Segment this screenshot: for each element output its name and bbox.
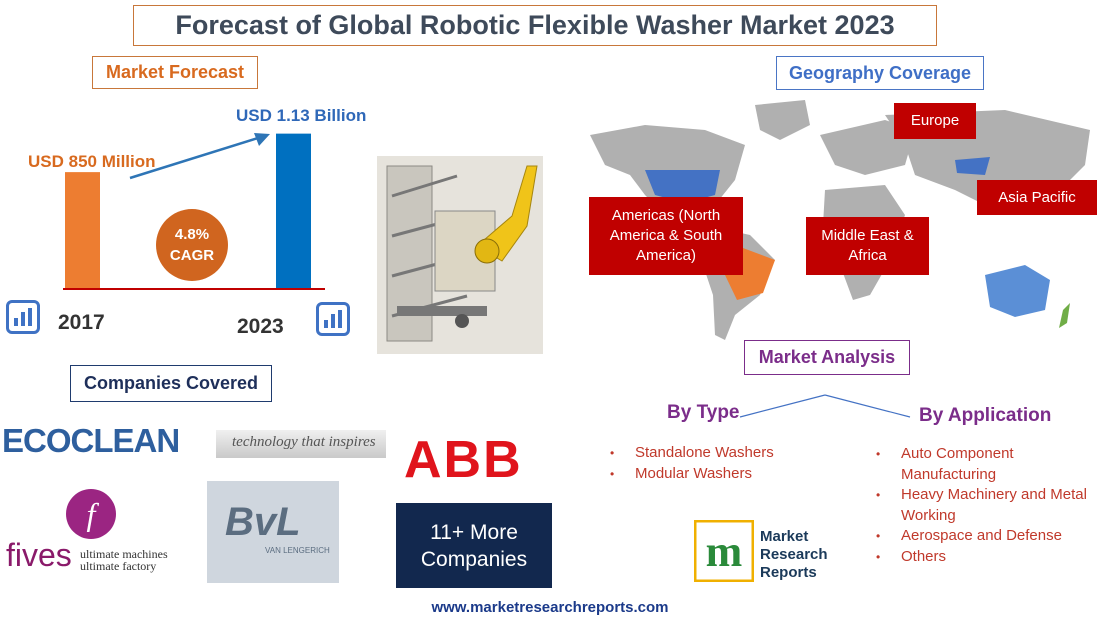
list-item: Aerospace and Defense: [873, 526, 1088, 547]
list-item: Modular Washers: [607, 464, 817, 485]
australia-shape: [985, 265, 1050, 317]
mrr-logo-line2: Research: [760, 546, 828, 563]
bar-chart-icon: [6, 300, 40, 334]
ecoclean-tagline: technology that inspires: [232, 434, 376, 450]
start-value-label: USD 850 Million: [28, 152, 156, 171]
year-2023: 2023: [237, 315, 284, 338]
analysis-connector: [739, 394, 911, 418]
ecoclean-logo: ECOCLEAN: [2, 422, 180, 459]
fives-logo-text: fives: [6, 537, 72, 573]
by-type-heading: By Type: [667, 402, 740, 423]
by-application-heading: By Application: [919, 405, 1052, 426]
bvl-logo: [207, 481, 339, 583]
growth-arrow: [129, 136, 259, 180]
cagr-badge: 4.8% CAGR: [156, 209, 228, 281]
mrr-logo-line1: Market: [760, 528, 809, 545]
end-value-label: USD 1.13 Billion: [236, 106, 367, 125]
fives-tagline: ultimate machines ultimate factory: [80, 548, 168, 572]
region-middle-east-africa: Middle East & Africa: [806, 217, 929, 275]
more-companies-box: 11+ More Companies: [396, 503, 552, 588]
list-item: Heavy Machinery and Metal Working: [873, 485, 1088, 526]
abb-logo: ABB: [404, 431, 523, 489]
usa-shape: [645, 170, 720, 203]
bar-chart-icon: [316, 302, 350, 336]
cagr-label: CAGR: [169, 247, 215, 264]
companies-covered-label: Companies Covered: [70, 365, 272, 402]
type-list: Standalone Washers Modular Washers: [607, 443, 817, 484]
market-analysis-label: Market Analysis: [744, 340, 910, 375]
more-companies-line1: 11+ More: [430, 520, 518, 544]
list-item: Others: [873, 547, 1088, 568]
website-link[interactable]: www.marketresearchreports.com: [431, 599, 669, 616]
fives-tagline-line1: ultimate machines: [80, 547, 168, 561]
cagr-value: 4.8%: [174, 226, 210, 243]
market-forecast-label: Market Forecast: [92, 56, 258, 89]
new-zealand-shape: [1059, 303, 1070, 328]
svg-text:m: m: [706, 527, 743, 576]
bar-2023: [276, 133, 311, 289]
list-item: Standalone Washers: [607, 443, 817, 464]
mongolia-shape: [955, 157, 990, 175]
mrr-logo-text: Market Research Reports: [760, 528, 828, 582]
mrr-logo-line3: Reports: [760, 564, 817, 581]
fives-tagline-line2: ultimate factory: [80, 559, 157, 573]
forecast-chart: [63, 133, 325, 290]
ecoclean-tagline-band: [216, 430, 386, 458]
growth-arrow-head: [254, 133, 270, 146]
bvl-logo-text: BvL: [225, 500, 301, 544]
fives-logo-mark: f: [66, 489, 116, 539]
bvl-logo-subtext: VAN LENGERICH: [265, 546, 330, 555]
region-europe: Europe: [894, 103, 976, 139]
list-item: Auto Component Manufacturing: [873, 444, 1088, 485]
europe-shape: [820, 120, 915, 175]
bar-2017: [65, 172, 100, 289]
greenland-shape: [755, 100, 810, 140]
geography-coverage-label: Geography Coverage: [776, 56, 984, 90]
year-2017: 2017: [58, 311, 105, 334]
page-title: Forecast of Global Robotic Flexible Wash…: [133, 5, 937, 46]
more-companies-line2: Companies: [420, 547, 528, 571]
region-americas: Americas (North America & South America): [589, 197, 743, 275]
robot-washer-image: [377, 156, 543, 354]
application-list: Auto Component Manufacturing Heavy Machi…: [873, 444, 1088, 567]
mrr-logo-mark: m: [694, 520, 754, 582]
region-asia-pacific: Asia Pacific: [977, 180, 1097, 215]
